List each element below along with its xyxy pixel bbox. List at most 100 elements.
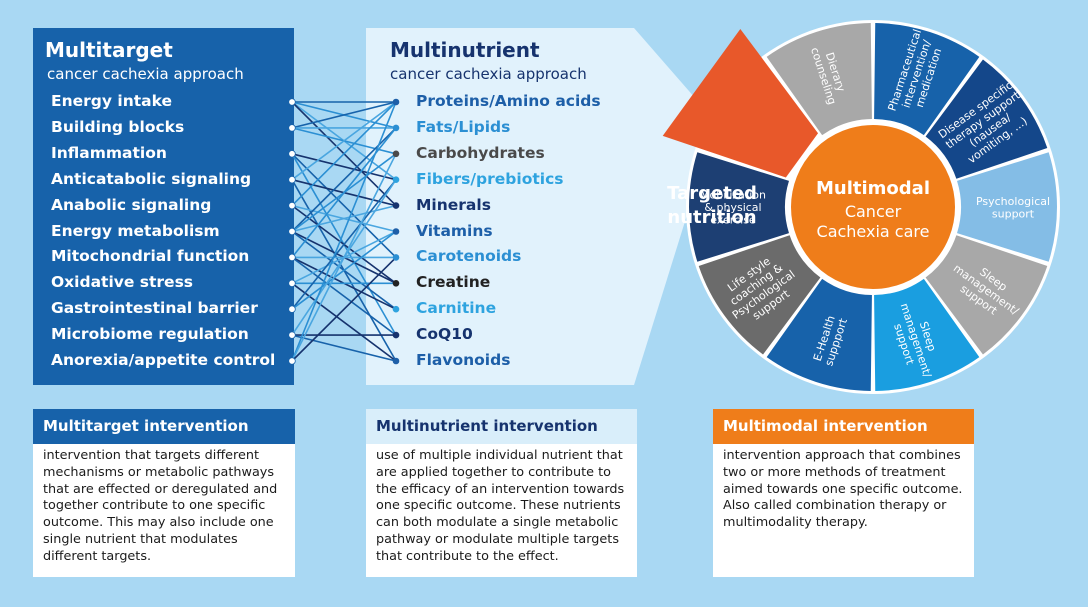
multinutrient-item: Flavonoids [416,351,511,369]
multitarget-item: Inflammation [51,143,167,162]
card-body-line: intervention approach that combines [723,448,961,463]
wheel-segment [766,278,872,391]
card-body-line: use of multiple individual nutrient that [376,448,623,463]
connector-dot [392,124,400,132]
multinutrient-item: Carnitine [416,299,497,318]
card-body-line: that are effected or deregulated and [43,481,278,497]
connector-dot [392,176,400,183]
multinutrient-title: Multinutrient [390,38,540,62]
center-subtitle-1: Cancer [845,202,902,221]
connection-line [291,101,397,129]
card-body-line: Also called combination therapy or [723,498,947,514]
connection-line [291,204,397,233]
multinutrient-item: Proteins/Amino acids [416,92,601,110]
wheel-segment [957,152,1058,262]
wheel-segment [689,152,789,262]
multitarget-title: Multitarget [45,38,173,62]
wheel-segment-text: exercise [710,214,756,227]
connection-line [291,101,397,362]
card-body-line: intervention that targets different [43,448,260,463]
connector-dot [392,228,400,235]
connector-dot [392,280,400,287]
targeted-nutrition-label-2: nutrition [667,207,756,228]
wheel-segment-text: support [992,207,1035,220]
card-body-line: are applied together to contribute to [376,464,611,480]
multinutrient-item: Vitamins [416,221,493,240]
multinutrient-item: Fats/Lipids [416,117,511,136]
connector-dot [288,175,296,184]
multinutrient-item: Carotenoids [416,247,522,266]
wheel-segment-text: Psychological [976,195,1050,208]
multitarget-item: Anabolic signaling [51,195,212,214]
connection-line [291,179,397,310]
connection-line [291,256,397,336]
card-title: Multinutrient intervention [366,409,637,444]
multinutrient-item: CoQ10 [416,325,473,344]
card-body-line: single nutrient that modulates [43,531,238,547]
center-subtitle-2: Cachexia care [817,222,930,241]
multitarget-panel: Multitarget cancer cachexia approach Ene… [33,28,294,385]
multitarget-item: Anorexia/appetite control [51,351,276,369]
connector-dot [392,98,400,106]
wheel-segment [874,23,980,136]
card-title: Multitarget intervention [33,409,295,444]
targeted-nutrition-segment [662,29,819,178]
connector-dot [392,331,400,339]
connection-line [291,127,397,258]
connection-line [291,256,397,362]
center-title: Multimodal [816,178,930,199]
card-body-line: multimodality therapy. [723,515,868,531]
card-body-line: aimed towards one specific outcome. [723,481,963,497]
multitarget-item: Anticatabolic signaling [51,169,252,188]
multinutrient-item: Carbohydrates [416,143,545,162]
connector-dot [392,202,400,209]
multitarget-item: Energy intake [51,92,172,110]
card-body-line: together contribute to one specific [43,498,266,514]
wheel-segment-text: Mobilization [700,189,766,202]
multinutrient-item: Minerals [416,195,491,214]
connection-line [291,153,397,181]
connection-line [291,101,397,181]
connector-dot [288,124,296,132]
card-body-line: pathway or modulate multiple targets [376,531,619,547]
connection-line [291,230,397,310]
card-body-line: different targets. [43,548,152,564]
connector-dot [392,305,400,313]
card-body-line: outcome. This may also include one [43,515,274,531]
connector-dot [288,357,296,365]
connector-dot [288,279,296,287]
connector-dot [392,357,400,365]
multimodal-center [787,121,959,293]
connector-dot [288,305,296,313]
wheel-segment [874,278,980,391]
connection-line [291,334,397,362]
connector-dot [288,98,296,106]
wheel-segment [925,59,1048,179]
card-body-line: the efficacy of an intervention towards [376,481,625,497]
card-body-line: two or more methods of treatment [723,464,946,480]
connector-dot [288,150,296,158]
connector-dot [392,150,400,158]
wheel-segment-text: & physical [704,201,761,214]
connector-dot [392,254,400,261]
multitarget-item: Gastrointestinal barrier [51,299,258,318]
multinutrient-item: Fibers/prebiotics [416,169,564,188]
connection-line [291,101,397,207]
card-body-line: that contribute to the effect. [376,548,559,564]
multitarget-item: Energy metabolism [51,221,220,240]
card-body: use of multiple individual nutrient that… [366,444,637,566]
multitarget-item: Oxidative stress [51,273,194,292]
wheel-segment [766,23,872,136]
wheel-segment [698,235,821,355]
connector-dot [288,227,296,236]
